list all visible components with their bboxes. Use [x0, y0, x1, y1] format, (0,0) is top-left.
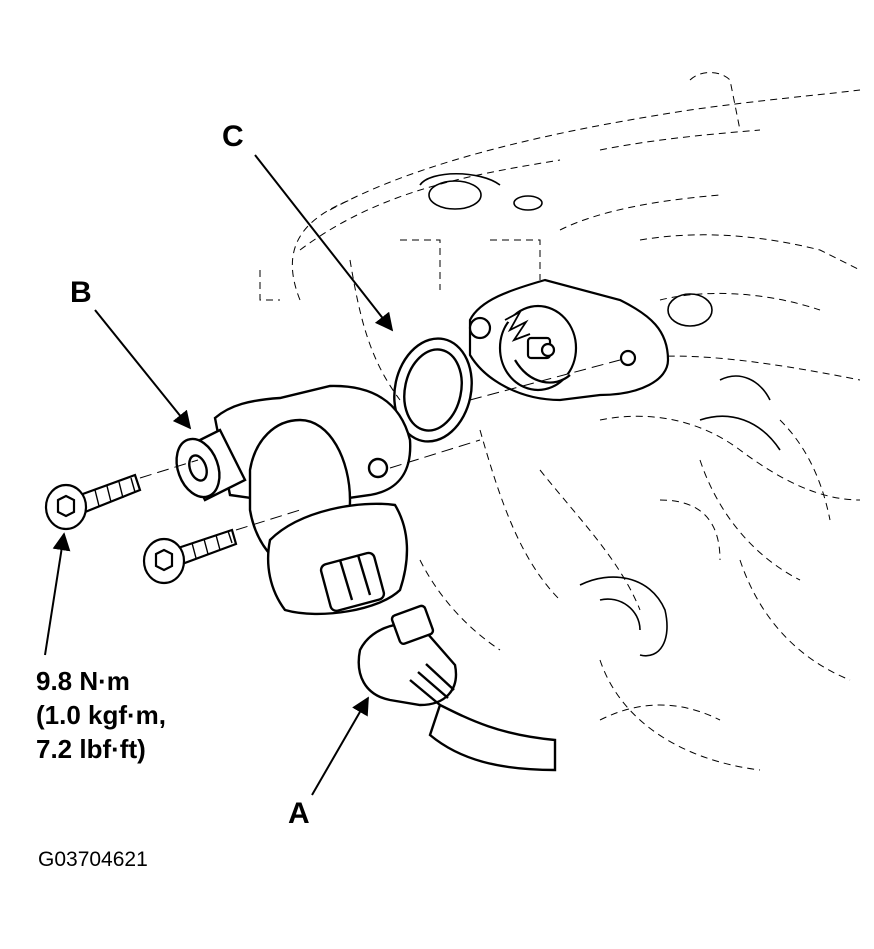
leader-lines	[44, 154, 394, 796]
torque-line-1: 9.8 N·m	[36, 666, 130, 696]
lower-bolt	[142, 528, 238, 585]
callout-b: B	[70, 276, 92, 309]
assembly-axis-lines	[139, 359, 621, 531]
callout-c: C	[222, 120, 244, 153]
body-boss	[175, 428, 247, 502]
torque-spec: 9.8 N·m (1.0 kgf·m, 7.2 lbf·ft)	[36, 664, 166, 766]
engine-background	[259, 72, 861, 771]
figure-id: G03704621	[38, 848, 148, 871]
engine-solid-details	[419, 172, 781, 657]
connector-a	[357, 604, 557, 772]
torque-line-2: (1.0 kgf·m,	[36, 700, 167, 730]
torque-line-3: 7.2 lbf·ft)	[36, 734, 146, 764]
upper-bolt	[44, 473, 142, 531]
o-ring-c	[393, 337, 473, 443]
callout-a: A	[288, 797, 310, 830]
iac-valve-body	[213, 384, 412, 616]
mount-flange	[468, 278, 670, 402]
